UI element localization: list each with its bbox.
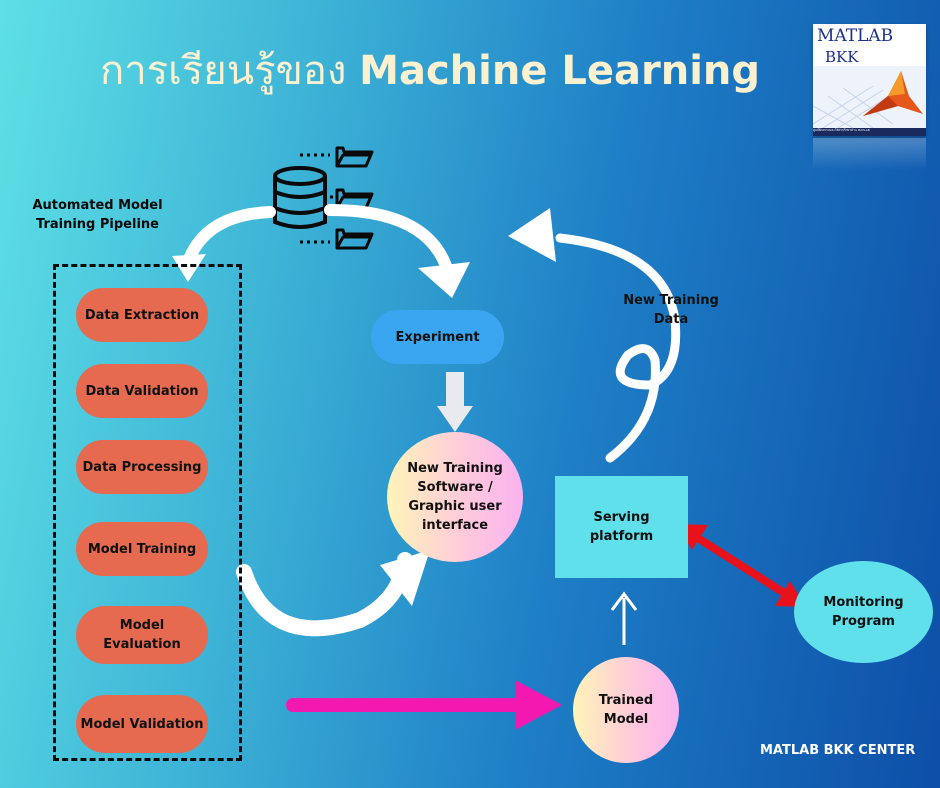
step-data-extraction: Data Extraction (76, 288, 208, 342)
trained-model-label: Trained Model (598, 693, 654, 727)
step-data-processing: Data Processing (76, 440, 208, 494)
serving-platform-node: Serving platform (555, 476, 688, 578)
new-training-software-label: New Training Software / Graphic user int… (407, 461, 503, 533)
pipeline-label: Automated Model Training Pipeline (32, 198, 163, 232)
experiment-node: Experiment (371, 310, 504, 364)
step-model-evaluation: Model Evaluation (76, 606, 208, 664)
pipeline-box (53, 264, 242, 761)
step-model-validation: Model Validation (76, 695, 208, 753)
logo-reflection (813, 138, 926, 170)
trained-model-node: Trained Model (573, 657, 679, 763)
folder-icon (335, 146, 374, 250)
monitoring-program-node: Monitoring Program (794, 561, 933, 663)
new-training-software-node: New Training Software / Graphic user int… (387, 432, 523, 562)
monitoring-program-label: Monitoring Program (823, 595, 904, 629)
logo-caption: ศูนย์ฝึกอบรมและให้คำปรึกษาด้าน MATLAB (813, 128, 926, 136)
footer-brand: MATLAB BKK CENTER (760, 743, 916, 758)
page-title: การเรียนรู้ของ Machine Learning (0, 38, 860, 102)
matlab-bkk-logo: MATLAB BKK CENTER ศูนย์ฝึกอบรมและให้คำปร… (813, 24, 926, 136)
title-thai: การเรียนรู้ของ (99, 48, 347, 94)
step-model-training: Model Training (76, 522, 208, 576)
title-english: Machine Learning (359, 48, 761, 94)
serving-platform-label: Serving platform (589, 510, 654, 544)
new-training-data-label: New Training Data (623, 293, 719, 327)
step-data-validation: Data Validation (76, 364, 208, 418)
database-icon (273, 166, 327, 229)
logo-line1: MATLAB (817, 26, 894, 46)
